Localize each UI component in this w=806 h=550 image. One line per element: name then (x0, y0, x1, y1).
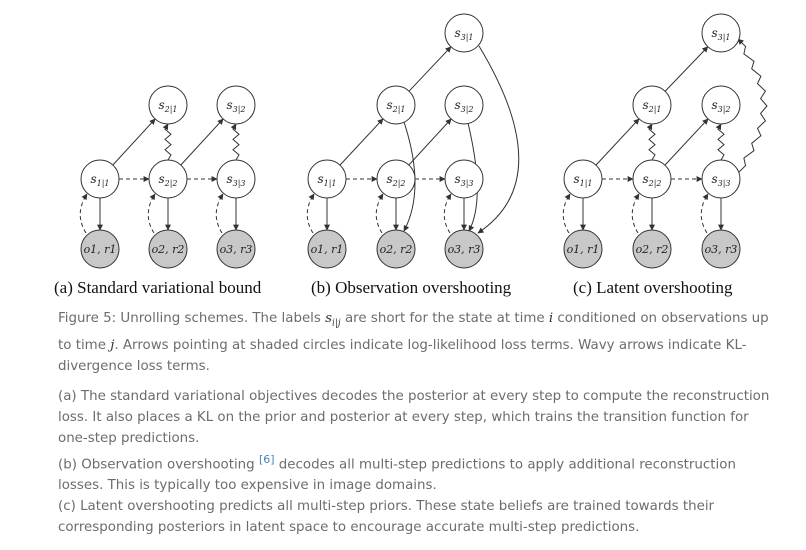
panel-b-edge-s21-s31 (408, 46, 452, 92)
panel-b-edge-enc-1 (306, 193, 315, 234)
panel-c-node-s31 (701, 13, 741, 53)
figure-caption: Figure 5: Unrolling schemes. The labels … (58, 308, 770, 377)
panel-b-label-o3: o3, r3 (448, 243, 481, 256)
panel-b-edge-s22-s32 (408, 118, 452, 166)
math-j: j (110, 337, 115, 353)
panel-c-node-o3 (701, 229, 741, 269)
panel-c-label-s21: s2|1 (642, 98, 661, 114)
subcaption-c: (c) Latent overshooting (573, 278, 733, 297)
panel-c-node-s11 (563, 159, 603, 199)
panel-a-edge-s11-s21 (112, 118, 156, 166)
desc-b-pre: (b) Observation overshooting (58, 457, 259, 473)
subcaption-a: (a) Standard variational bound (54, 278, 262, 297)
panel-c-node-s21 (632, 85, 672, 125)
caption-text-1: Figure 5: Unrolling schemes. The labels (58, 311, 326, 326)
panel-c-kl-wavy-long (737, 38, 768, 174)
panel-c-kl-wavy-2 (646, 123, 656, 161)
desc-a: (a) The standard variational objectives … (58, 389, 770, 446)
panel-a-label-s11: s1|1 (90, 172, 109, 188)
panel-c-label-o1: o1, r1 (567, 243, 600, 256)
panel-c-edge-s21-s31 (664, 46, 709, 92)
description: (a) The standard variational objectives … (58, 386, 770, 538)
panel-c-edge-s11-s21 (595, 118, 640, 166)
panel-b-node-s22 (376, 159, 416, 199)
math-sub-ij: i|j (332, 318, 341, 329)
panel-c-label-s22: s2|2 (642, 172, 661, 188)
panel-a-label-s22: s2|2 (158, 172, 177, 188)
panel-a-label-o1: o1, r1 (84, 243, 117, 256)
panel-a-node-s22 (148, 159, 188, 199)
panel-b-node-s32 (444, 85, 484, 125)
panel-c-label-s32: s3|2 (711, 98, 730, 114)
panel-c-label-o3: o3, r3 (705, 243, 738, 256)
panel-c-edge-enc-1 (562, 193, 571, 234)
panel-b-label-o1: o1, r1 (311, 243, 344, 256)
panel-b-label-s32: s3|2 (454, 98, 473, 114)
panel-a-node-s32 (216, 85, 256, 125)
panel-c-edge-enc-2 (631, 193, 640, 234)
panel-b-node-s33 (444, 159, 484, 199)
panel-b-edge-s11-s21 (339, 118, 384, 166)
panel-b-node-s11 (307, 159, 347, 199)
panel-a-label-s32: s3|2 (226, 98, 245, 114)
panel-a-kl-wavy-2 (162, 123, 172, 161)
caption-text-3: conditioned on observations up to time (58, 311, 769, 353)
panel-b-edge-enc-2 (375, 193, 384, 234)
panel-b-label-s21: s2|1 (386, 98, 405, 114)
panel-c-node-s33 (701, 159, 741, 199)
panel-b-label-s22: s2|2 (386, 172, 405, 188)
panel-a-node-o3 (216, 229, 256, 269)
panel-b-label-s33: s3|3 (454, 172, 473, 188)
math-s: s (325, 311, 333, 326)
desc-b-post: decodes all multi-step predictions to ap… (58, 457, 736, 494)
panel-c-edge-s22-s32 (664, 118, 709, 166)
panel-a-kl-wavy-3 (230, 123, 240, 161)
desc-c: (c) Latent overshooting predicts all mul… (58, 499, 715, 536)
panel-a-label-s21: s2|1 (158, 98, 177, 114)
panel-b-node-o3 (444, 229, 484, 269)
panel-a-node-o1 (80, 229, 120, 269)
figure: s1|1 s2|1 s2|2 s3|2 s3|3 o1, r1 o2, r2 o3, r3 s1… (54, 13, 768, 297)
unrolling-diagram: s1|1 s2|1 s2|2 s3|2 s3|3 o1, r1 o2, r2 o3, r3 s1… (79, 13, 768, 269)
panel-a-edge-s22-s32 (180, 118, 224, 166)
panel-c-node-o1 (563, 229, 603, 269)
panel-b-node-o1 (307, 229, 347, 269)
panel-b-node-s31 (444, 13, 484, 53)
panel-a-node-s11 (80, 159, 120, 199)
panel-b-label-s11: s1|1 (317, 172, 336, 188)
panel-a-node-s21 (148, 85, 188, 125)
panel-a-edge-enc-1 (79, 193, 88, 234)
panel-a-node-o2 (148, 229, 188, 269)
panel-c-label-s31: s3|1 (711, 26, 730, 42)
panel-a-edge-enc-2 (147, 193, 156, 234)
subcaption-b: (b) Observation overshooting (311, 278, 512, 297)
panel-b-edge-enc-3 (443, 193, 452, 234)
panel-a-label-o3: o3, r3 (220, 243, 253, 256)
caption-text-4: . Arrows pointing at shaded circles indi… (58, 337, 747, 374)
desc-b: (b) Observation overshooting [6] decodes… (58, 449, 770, 496)
panel-c-edge-enc-3 (700, 193, 709, 234)
panel-c-node-o2 (632, 229, 672, 269)
math-i: i (548, 311, 554, 326)
panel-b-node-o2 (376, 229, 416, 269)
math-s-ij: si|j (325, 311, 341, 329)
panel-c-label-s11: s1|1 (573, 172, 592, 188)
panel-b-label-o2: o2, r2 (380, 243, 413, 256)
panel-c-label-o2: o2, r2 (636, 243, 669, 256)
caption-text-2: are short for the state at time (340, 311, 549, 326)
panel-b-node-s21 (376, 85, 416, 125)
panel-c-label-s33: s3|3 (711, 172, 730, 188)
panel-a-edge-enc-3 (215, 193, 224, 234)
panel-a-label-o2: o2, r2 (152, 243, 185, 256)
panel-a-node-s33 (216, 159, 256, 199)
panel-c-kl-wavy-3 (715, 123, 725, 161)
panel-b-edge-s31-o3 (477, 45, 520, 234)
panel-a-label-s33: s3|3 (226, 172, 245, 188)
citation-link[interactable]: [6] (258, 453, 275, 466)
panel-c-node-s22 (632, 159, 672, 199)
panel-c-node-s32 (701, 85, 741, 125)
panel-b-label-s31: s3|1 (454, 26, 473, 42)
